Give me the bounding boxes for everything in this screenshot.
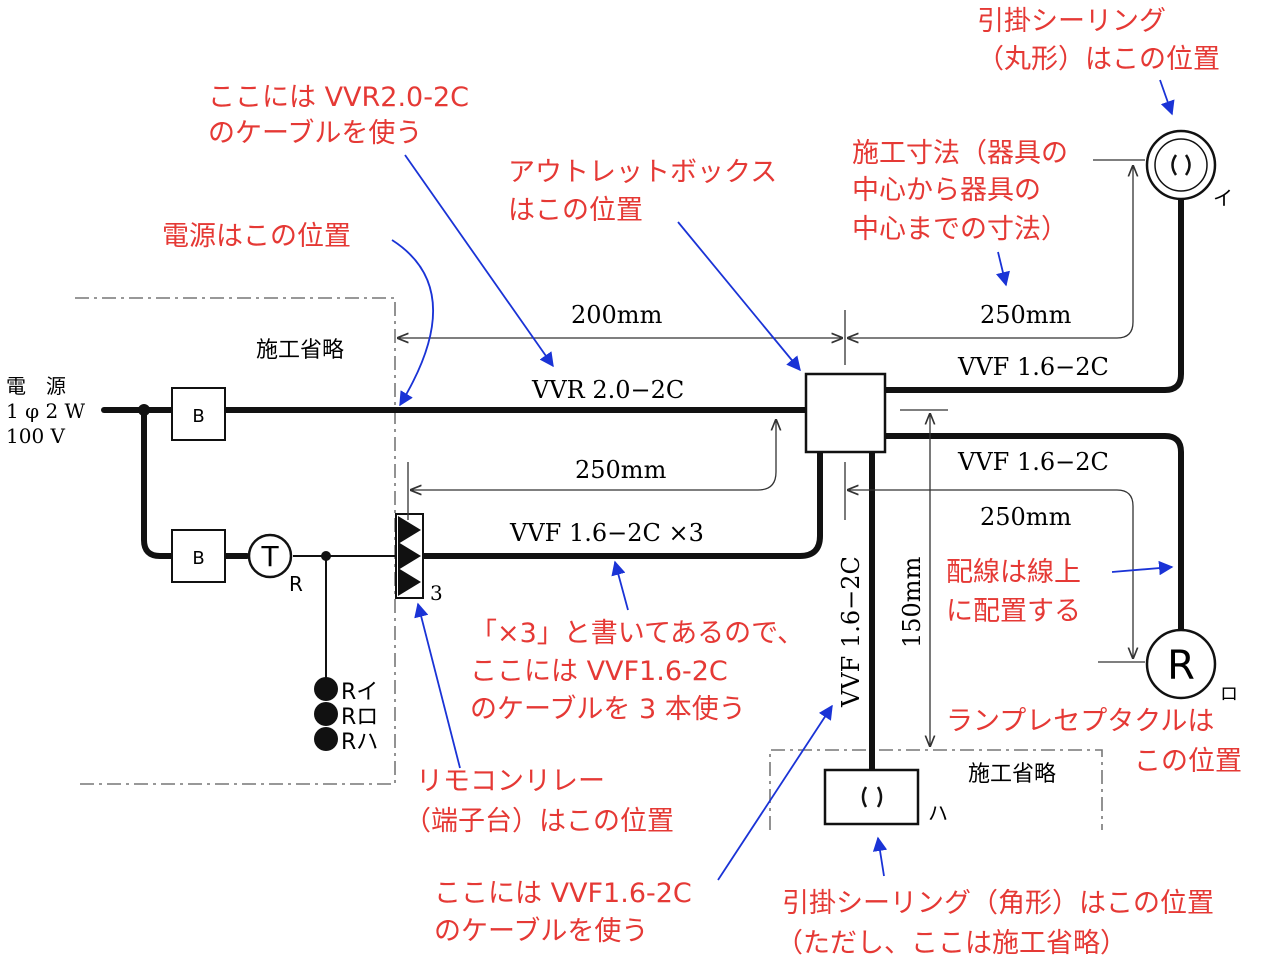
dim-label-250-ro: 250mm <box>980 503 1072 531</box>
arrow-x3 <box>611 560 629 611</box>
ceiling-rosette-round <box>1145 129 1217 201</box>
junction-dot-main <box>138 404 150 416</box>
omitted-region-bottom <box>769 749 1103 830</box>
note-dimension-2: 中心から器具の <box>852 175 1041 206</box>
breaker-1-label: B <box>192 406 204 427</box>
wire-to-ceiling-round <box>882 197 1184 393</box>
note-lamp-2: この位置 <box>1134 746 1242 777</box>
transformer-sub: R <box>289 572 303 596</box>
cable-label-to-ha: VVF 1.6−2C <box>837 556 865 708</box>
switch-label-1: Rイ <box>341 680 378 705</box>
arrow-vvr <box>404 154 554 368</box>
ceiling-rosette-square <box>823 768 920 826</box>
fixture-label-ha: ハ <box>928 801 948 825</box>
dim-250-ro <box>848 490 1133 658</box>
relay-triangles <box>398 516 421 596</box>
arrow-ceiling-square <box>872 836 888 877</box>
note-relay-2: （端子台）はこの位置 <box>404 806 674 837</box>
cable-label-remote: VVF 1.6−2C ×3 <box>509 519 704 547</box>
dim-label-250-left: 250mm <box>575 456 667 484</box>
note-outlet-1: アウトレットボックス <box>508 157 777 188</box>
dim-250-i <box>848 166 1133 338</box>
omitted-region-left <box>75 297 396 785</box>
note-vvf-1: ここには VVF1.6-2C <box>434 878 692 909</box>
lamp-label: R <box>1167 643 1195 689</box>
note-relay-1: リモコンリレー <box>416 766 605 797</box>
outlet-box <box>804 372 887 454</box>
control-wiring <box>293 555 396 682</box>
arrow-dimension <box>995 251 1010 287</box>
wire-branch-down <box>141 407 175 559</box>
dim-label-200: 200mm <box>571 301 663 329</box>
note-ceiling-round-1: 引掛シーリング <box>977 6 1166 37</box>
transformer-symbol <box>247 533 293 579</box>
power-label-2: 1 φ 2 W <box>6 399 86 423</box>
arrow-power <box>391 239 435 407</box>
cable-label-main: VVR 2.0−2C <box>531 376 684 404</box>
power-label-3: 100 V <box>6 424 66 448</box>
dim-label-150: 150mm <box>898 556 926 648</box>
note-dimension-1: 施工寸法（器具の <box>852 138 1068 169</box>
lamp-receptacle <box>1145 628 1217 700</box>
omitted-label-bottom: 施工省略 <box>968 762 1056 787</box>
power-label-1: 電 源 <box>6 374 66 398</box>
breaker-1 <box>171 387 226 441</box>
switch-dot-1 <box>314 677 338 701</box>
note-wiring-2: に配置する <box>946 596 1081 627</box>
switch-dot-2 <box>314 702 338 726</box>
note-dimension-3: 中心までの寸法） <box>852 214 1068 245</box>
arrow-wiring <box>1111 560 1174 576</box>
note-x3-1: 「×3」と書いてあるので、 <box>470 618 804 649</box>
dim-250-left <box>411 420 776 490</box>
note-power: 電源はこの位置 <box>162 221 351 252</box>
note-ceiling-square-2: （ただし、ここは施工省略） <box>776 928 1127 959</box>
cable-label-to-ro: VVF 1.6−2C <box>957 448 1109 476</box>
cable-label-to-i: VVF 1.6−2C <box>957 353 1109 381</box>
note-vvr-1: ここには VVR2.0-2C <box>208 82 469 113</box>
rosette-square-mark <box>861 786 883 808</box>
omitted-label-left: 施工省略 <box>256 338 344 363</box>
note-vvr-2: のケーブルを使う <box>208 118 422 149</box>
breaker-2 <box>171 529 226 583</box>
arrow-relay <box>414 602 461 769</box>
note-ceiling-square-1: 引掛シーリング（角形）はこの位置 <box>782 888 1214 919</box>
note-x3-3: のケーブルを 3 本使う <box>470 694 746 725</box>
wire-remote-vvf <box>420 449 823 559</box>
arrow-outlet-box <box>677 221 801 372</box>
switch-label-3: Rハ <box>341 730 378 755</box>
switch-dot-3 <box>314 727 338 751</box>
breaker-2-label: B <box>192 548 204 569</box>
ceiling-rosette-round-inner <box>1154 138 1208 192</box>
relay-count: 3 <box>430 581 443 605</box>
annotation-arrows <box>391 79 1175 881</box>
switch-label-2: Rロ <box>341 705 378 730</box>
junction-dot-control <box>321 551 331 561</box>
transformer-label: T <box>260 540 279 573</box>
arrow-ceiling-round <box>1159 79 1175 116</box>
wire-to-lamp <box>882 433 1184 633</box>
note-outlet-2: はこの位置 <box>508 195 643 226</box>
fixture-label-i: イ <box>1213 186 1233 210</box>
note-x3-2: ここには VVF1.6-2C <box>470 656 728 687</box>
note-vvf-2: のケーブルを使う <box>434 916 648 947</box>
fixture-label-ro: ロ <box>1220 684 1238 705</box>
note-ceiling-round-2: （丸形）はこの位置 <box>977 44 1220 75</box>
rosette-round-mark <box>1171 154 1191 176</box>
dim-label-250-i: 250mm <box>980 301 1072 329</box>
dimension-lines <box>398 159 1145 746</box>
arrow-vvf <box>717 704 833 881</box>
note-wiring-1: 配線は線上 <box>946 557 1081 588</box>
note-lamp-1: ランプレセプタクルは <box>946 706 1214 737</box>
